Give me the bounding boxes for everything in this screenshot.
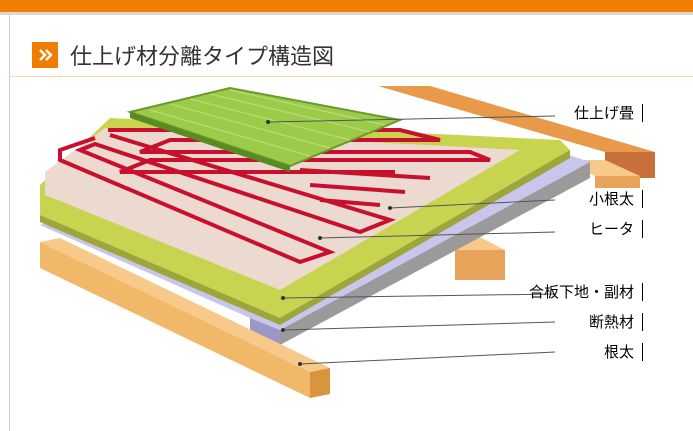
front-joist	[40, 238, 330, 372]
label-joist: 根太	[604, 343, 643, 361]
label-plywood-substrate: 合板下地・副材	[529, 283, 643, 301]
top-bar-shadow	[0, 12, 693, 15]
page-title: 仕上げ材分離タイプ構造図	[70, 45, 335, 70]
tatami-finish	[126, 86, 404, 168]
double-chevron-right-icon	[32, 42, 58, 68]
leader-lines	[267, 115, 556, 365]
left-border	[9, 15, 10, 431]
label-small-joist: 小根太	[589, 190, 643, 208]
back-beam	[378, 86, 655, 152]
label-insulation: 断熱材	[589, 313, 643, 331]
label-heater: ヒータ	[589, 220, 643, 238]
top-accent-bar	[0, 0, 693, 12]
header-divider	[10, 76, 693, 77]
label-finish-tatami: 仕上げ畳	[574, 104, 643, 122]
page-header: 仕上げ材分離タイプ構造図	[32, 38, 334, 72]
